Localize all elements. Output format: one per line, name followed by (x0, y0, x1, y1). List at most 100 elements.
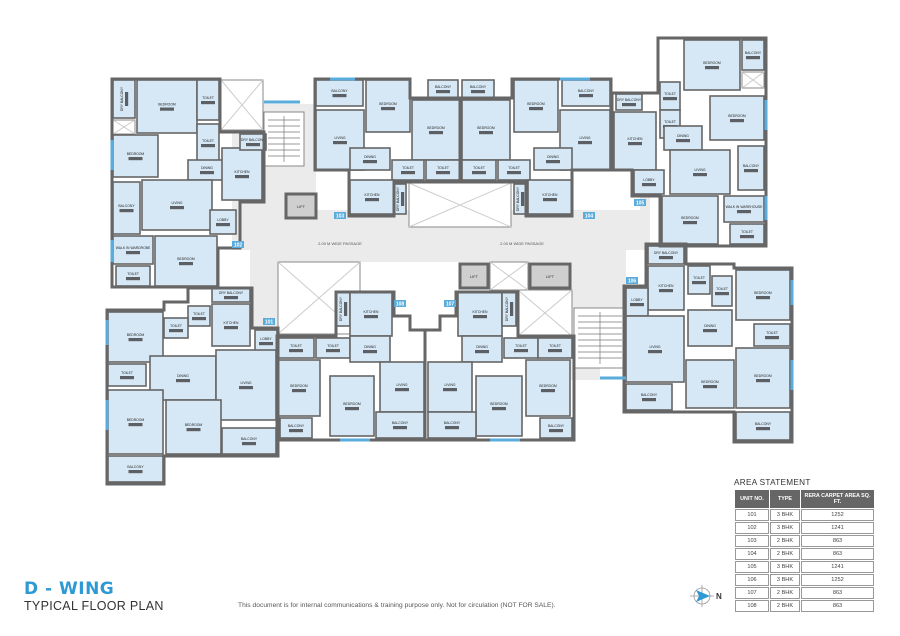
room-balcony: BALCONY (427, 411, 477, 439)
room-label: KITCHEN (235, 170, 250, 174)
room-label: BEDROOM (754, 374, 772, 378)
title-block: D - WING TYPICAL FLOOR PLAN (24, 580, 164, 613)
room-label: TOILET (508, 166, 520, 170)
room-label: WALK IN WAREHOUSE (726, 205, 764, 209)
room-bedroom: BEDROOM (661, 195, 719, 245)
room-balcony: BALCONY (539, 417, 573, 439)
room-label: KITCHEN (659, 284, 674, 288)
room-label: BALCONY (241, 437, 258, 441)
room-bedroom: BEDROOM (107, 311, 164, 363)
room-label: DINING (364, 155, 376, 159)
room-lobby: LOBBY (254, 329, 278, 353)
room-kitchen: KITCHEN (527, 179, 573, 215)
room-balcony: BALCONY (107, 455, 164, 483)
room-label: LIVING (579, 136, 590, 140)
room-label: TOILET (766, 331, 778, 335)
room-balcony: BALCONY (427, 79, 459, 99)
room-bedroom: BEDROOM (525, 359, 571, 417)
cell-type: 2 BHK (770, 548, 800, 560)
room-lobby: LOBBY (625, 287, 649, 317)
room-label: BEDROOM (177, 257, 195, 261)
room-toilet: TOILET (115, 265, 151, 287)
room-label: TOILET (327, 344, 339, 348)
room-dry-balcony: DRY BALCONY (211, 287, 251, 303)
room-balcony: BALCONY (315, 79, 364, 107)
lift-label: LIFT (470, 274, 479, 279)
room-bedroom: BEDROOM (461, 99, 511, 161)
room-balcony: BALCONY (461, 79, 495, 99)
room-label: TOILET (664, 120, 676, 124)
room-label: BALCONY (743, 164, 760, 168)
room-label: BALCONY (641, 393, 658, 397)
col-unit-no: UNIT NO. (735, 490, 769, 508)
room-toilet: TOILET (711, 275, 733, 307)
room-walk-in-wardrobe: WALK IN WARDROBE (112, 235, 154, 265)
lift-2 (458, 262, 490, 290)
room-bedroom: BEDROOM (411, 99, 461, 161)
room-toilet: TOILET (277, 337, 315, 359)
cell-area: 1252 (801, 574, 874, 586)
cell-area: 863 (801, 535, 874, 547)
room-dry-balcony: DRY BALCONY (335, 291, 351, 327)
room-kitchen: KITCHEN (647, 265, 685, 311)
room-dining: DINING (687, 309, 733, 347)
cell-type: 2 BHK (770, 600, 800, 612)
room-bedroom: BEDROOM (165, 399, 222, 455)
room-kitchen: KITCHEN (457, 291, 503, 337)
room-bedroom: BEDROOM (513, 79, 559, 133)
staircase-left (263, 111, 305, 167)
cell-type: 3 BHK (770, 561, 800, 573)
room-bedroom: BEDROOM (277, 359, 321, 417)
svg-text:N: N (716, 592, 722, 601)
room-label: LIVING (240, 381, 251, 385)
room-kitchen: KITCHEN (613, 111, 657, 171)
room-label: BEDROOM (290, 384, 308, 388)
room-label: TOILET (202, 96, 214, 100)
room-label: DINING (364, 345, 376, 349)
room-toilet: TOILET (537, 337, 573, 359)
room-toilet: TOILET (503, 337, 539, 359)
staircase-right (573, 307, 627, 369)
cell-area: 1252 (801, 509, 874, 521)
room-label: DRY BALCONY (339, 296, 343, 321)
room-label: LIVING (694, 168, 705, 172)
room-label: DRY BALCONY (516, 186, 520, 211)
room-label: LIVING (649, 345, 660, 349)
room-label: LIVING (171, 201, 182, 205)
col-carpet-area: RERA CARPET AREA SQ. FT. (801, 490, 874, 508)
room-toilet: TOILET (315, 337, 351, 359)
room-dining: DINING (349, 147, 391, 171)
disclaimer: This document is for internal communicat… (238, 602, 556, 609)
room-living: LIVING (625, 315, 685, 383)
room-toilet: TOILET (729, 223, 765, 245)
col-type: TYPE (770, 490, 800, 508)
room-label: BEDROOM (427, 126, 445, 130)
room-toilet: TOILET (107, 363, 147, 387)
unit-tag-104: 104 (583, 212, 595, 219)
room-label: KITCHEN (365, 193, 380, 197)
cell-type: 3 BHK (770, 509, 800, 521)
room-label: BALCONY (444, 421, 461, 425)
room-label: BEDROOM (681, 216, 699, 220)
lift-1 (284, 192, 318, 220)
room-dry-balcony: DRY BALCONY (513, 183, 527, 215)
room-label: BEDROOM (701, 380, 719, 384)
cell-area: 863 (801, 548, 874, 560)
room-label: TOILET (515, 344, 527, 348)
cell-unit: 103 (735, 535, 769, 547)
room-toilet: TOILET (753, 323, 791, 347)
cell-unit: 107 (735, 587, 769, 599)
room-label: TOILET (473, 166, 485, 170)
room-dry-balcony: DRY BALCONY (239, 133, 267, 151)
cell-unit: 105 (735, 561, 769, 573)
svg-text:106: 106 (628, 278, 637, 284)
room-label: BEDROOM (379, 102, 397, 106)
room-label: BALCONY (745, 51, 762, 55)
room-label: LOBBY (217, 218, 229, 222)
svg-text:108: 108 (396, 301, 405, 307)
cell-area: 863 (801, 600, 874, 612)
room-label: BALCONY (127, 465, 144, 469)
cell-area: 1241 (801, 522, 874, 534)
